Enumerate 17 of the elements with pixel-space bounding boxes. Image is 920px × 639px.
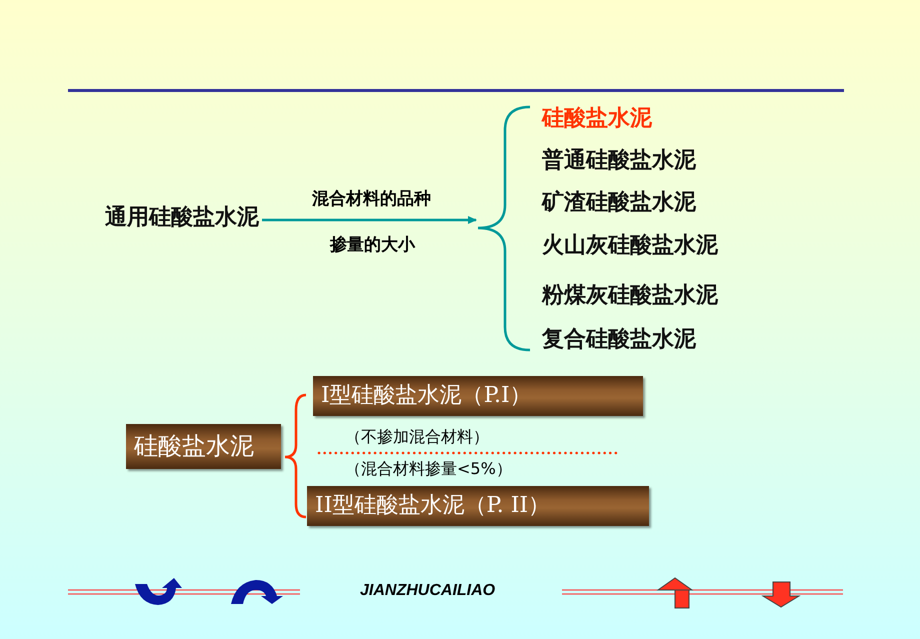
category-text: 硅酸盐水泥 bbox=[542, 107, 652, 132]
caption-text: 掺量的大小 bbox=[330, 236, 415, 255]
banner-box: 硅酸盐水泥 bbox=[126, 424, 281, 469]
note-text: （混合材料掺量<5%） bbox=[345, 460, 512, 478]
curly-brace bbox=[476, 106, 530, 352]
category-text: 复合硅酸盐水泥 bbox=[542, 328, 696, 352]
category-text: 火山灰硅酸盐水泥 bbox=[542, 234, 718, 258]
category-text: 通用硅酸盐水泥 bbox=[105, 206, 259, 230]
banner-box: II型硅酸盐水泥（P. II） bbox=[307, 486, 649, 526]
caption-text: 混合材料的品种 bbox=[312, 190, 431, 209]
footer-text: JIANZHUCAILIAO bbox=[360, 582, 496, 600]
category-text: 粉煤灰硅酸盐水泥 bbox=[542, 284, 718, 308]
category-text: 矿渣硅酸盐水泥 bbox=[542, 191, 696, 216]
arrow bbox=[262, 216, 477, 224]
note-text: （不掺加混合材料） bbox=[345, 428, 489, 446]
banner-box: I型硅酸盐水泥（P.I） bbox=[313, 376, 643, 416]
category-text: 普通硅酸盐水泥 bbox=[542, 149, 696, 174]
